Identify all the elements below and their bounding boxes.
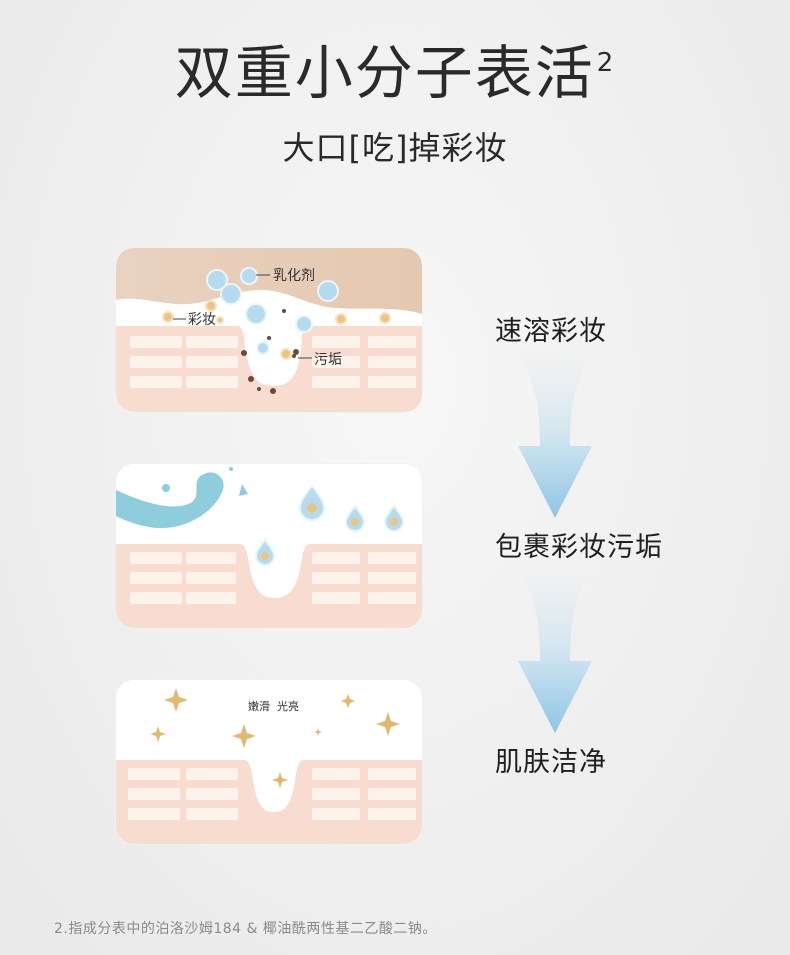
- emulsifier-label: 乳化剂: [273, 268, 315, 284]
- sparkle-icons: [150, 688, 400, 788]
- panel-dissolve-illustration: 乳化剂 彩妆 污垢: [116, 248, 422, 412]
- page-subtitle: 大口[吃]掉彩妆: [282, 129, 508, 167]
- panel-clean-skin: 嫩滑 光亮: [116, 680, 422, 844]
- dirt-label: 污垢: [314, 352, 342, 368]
- makeup-particles: [162, 300, 391, 360]
- title-superscript: 2: [596, 48, 616, 78]
- down-arrow-icon: [516, 350, 594, 518]
- step-label-dissolve: 速溶彩妆: [495, 316, 607, 347]
- skin-cells: [128, 768, 416, 820]
- panel-wrap-illustration: [116, 464, 422, 628]
- dirt-particles: [241, 309, 299, 394]
- skin-cells: [130, 552, 416, 604]
- skin-cells: [130, 336, 416, 388]
- makeup-label: 彩妆: [188, 312, 216, 328]
- panel-wrap-makeup: [116, 464, 422, 628]
- wrapped-droplets: [254, 484, 405, 566]
- step-label-wrap: 包裹彩妆污垢: [495, 532, 663, 563]
- title-text: 双重小分子表活: [174, 39, 595, 107]
- step-label-clean: 肌肤洁净: [495, 747, 607, 778]
- skin-layer: [116, 760, 422, 844]
- page-title: 双重小分子表活2: [0, 44, 790, 102]
- down-arrow-icon: [516, 565, 594, 733]
- panel-dissolve-makeup: 乳化剂 彩妆 污垢: [116, 248, 422, 412]
- water-wave: [116, 472, 224, 529]
- makeup-layer: [116, 248, 422, 314]
- water-drops: [162, 467, 248, 496]
- clean-caption: 嫩滑 光亮: [248, 699, 299, 713]
- panel-clean-illustration: 嫩滑 光亮: [116, 680, 422, 844]
- footnote: 2.指成分表中的泊洛沙姆184 & 椰油酰两性基二乙酸二钠。: [54, 921, 437, 937]
- skin-layer: [116, 544, 422, 628]
- emulsifier-bubbles: [206, 267, 339, 355]
